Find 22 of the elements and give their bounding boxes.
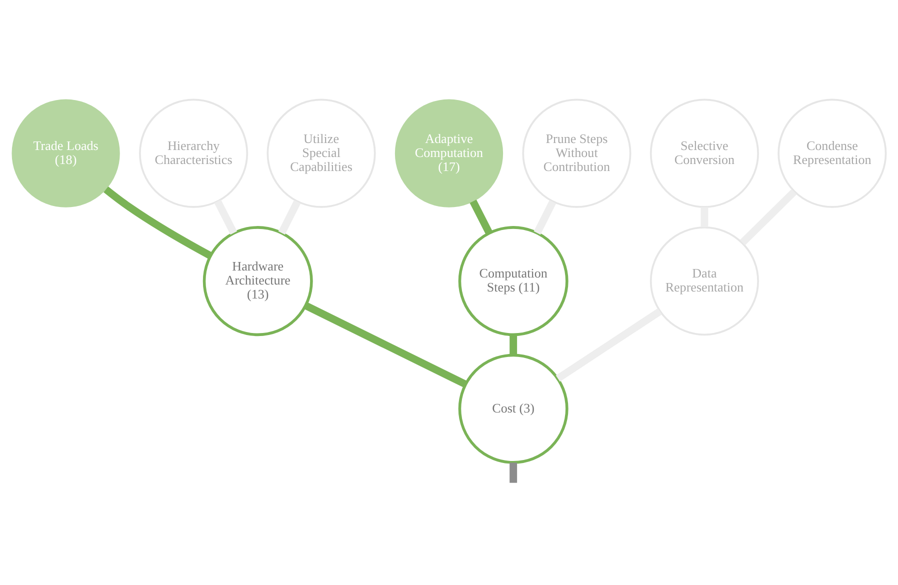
connector xyxy=(278,200,301,234)
connector xyxy=(510,462,518,482)
connector xyxy=(510,334,518,354)
connector xyxy=(470,199,493,234)
node-circle: Condense Representation xyxy=(778,98,887,208)
connector xyxy=(534,200,556,234)
connector xyxy=(556,308,662,382)
connector xyxy=(740,188,797,245)
node-circle: Trade Loads (18) xyxy=(12,98,120,207)
node-circle: Cost (3) xyxy=(458,353,568,464)
connector xyxy=(214,199,238,234)
node-circle: Data Representation xyxy=(650,226,759,336)
node-circle: Computation Steps (11) xyxy=(458,226,568,336)
node-circle: Adaptive Computation (17) xyxy=(394,98,504,207)
connector xyxy=(304,302,468,388)
node-circle: Hardware Architecture (13) xyxy=(202,226,313,336)
node-circle: Prune Steps Without Contribution xyxy=(522,98,632,208)
node-circle: Hierarchy Characteristics xyxy=(139,98,248,208)
node-circle: Selective Conversion xyxy=(650,98,759,208)
connector xyxy=(104,186,212,259)
node-circle: Utilize Special Capabilities xyxy=(266,98,376,208)
connector xyxy=(700,206,708,227)
